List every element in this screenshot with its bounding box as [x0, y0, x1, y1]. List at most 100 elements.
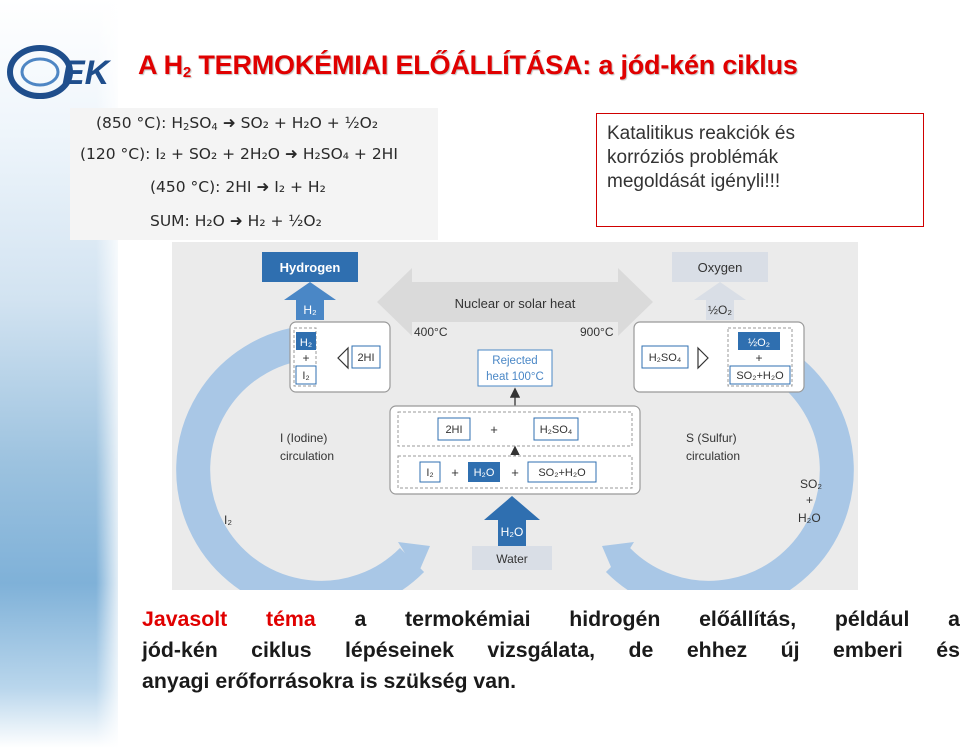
iodine-sulfur-cycle-diagram: Nuclear or solar heat Hydrogen H₂ Oxygen…: [172, 242, 858, 615]
warning-note: Katalitikus reakciók és korróziós problé…: [596, 113, 924, 227]
logo-text: EK: [62, 54, 112, 92]
highlight-phrase: Javasolt téma: [142, 607, 316, 631]
right-so2h2o-label: SO₂+H₂O: [736, 370, 784, 382]
arrow-icon: ➜: [256, 178, 270, 196]
center-h2so4-label: H₂SO₄: [540, 424, 573, 436]
center-h2so4-box: [533, 417, 579, 441]
cycle-svg: Nuclear or solar heat Hydrogen H₂ Oxygen…: [176, 252, 854, 615]
left-reaction-arrow-icon: [337, 346, 349, 370]
left-2hi-label: 2HI: [357, 352, 374, 364]
h2o-in-label: H₂O: [501, 525, 524, 539]
eq-h: H: [171, 114, 183, 132]
iodine-label-1: I (Iodine): [280, 431, 327, 445]
conclusion-text: Javasolt téma a termokémiai hidrogén elő…: [142, 604, 960, 697]
conclusion-line-2: jód-kén ciklus lépéseinek vizsgálata, de…: [142, 638, 960, 662]
center-h2o-label: H₂O: [474, 467, 495, 479]
conclusion-line-1: Javasolt téma a termokémiai hidrogén elő…: [142, 604, 960, 635]
equation-condition: (850 °C):: [96, 114, 172, 132]
rejected-heat-line1: Rejected: [492, 355, 537, 367]
i2-side-label: I₂: [224, 513, 232, 527]
equation-sum: SUM: H₂O ➜ H₂ + ½O₂: [150, 212, 322, 230]
equation-450: (450 °C): 2HI ➜ I₂ + H₂: [150, 178, 326, 196]
right-o2-label: ½O₂: [748, 337, 770, 349]
right-o2-box: [738, 332, 780, 350]
equation-120: (120 °C): I₂ + SO₂ + 2H₂O ➜ H₂SO₄ + 2HI: [80, 145, 398, 163]
title-part2: TERMOKÉMIAI ELŐÁLLÍTÁSA: a jód-kén ciklu…: [191, 50, 798, 80]
heat-label: Nuclear or solar heat: [455, 296, 576, 311]
arrow-icon: ➜: [222, 114, 236, 132]
left-2hi-box: [351, 345, 381, 369]
water-box: [472, 546, 552, 570]
arrow-icon: ➜: [284, 145, 298, 163]
left-i2-label: I₂: [302, 370, 309, 382]
equation-condition: (120 °C):: [80, 145, 156, 163]
center-2hi-label: 2HI: [445, 424, 462, 436]
heat-arrow: [377, 268, 653, 336]
right-so2h2o-box: [729, 365, 791, 385]
equation-rhs: SO₂ + H₂O + ½O₂: [240, 114, 379, 132]
right-h2so4-label: H₂SO₄: [649, 352, 682, 364]
right-reactor-product: [727, 327, 793, 387]
center-plus-1: +: [451, 465, 459, 480]
note-line-3: megoldását igényli!!!: [607, 171, 781, 192]
left-reactor-product: [293, 327, 317, 387]
equation-lhs: I₂ + SO₂ + 2H₂O: [155, 145, 280, 163]
equation-lhs: H2SO4: [171, 114, 218, 133]
right-h2so4-box: [641, 345, 689, 369]
center-2hi-box: [437, 417, 471, 441]
center-so2h2o-box: [527, 461, 597, 483]
center-h2o-box: [468, 462, 500, 482]
water-up-arrow: [484, 496, 540, 548]
sulfur-label-2: circulation: [686, 449, 740, 463]
eq-sub: 2: [182, 122, 190, 133]
equation-rhs: I₂ + H₂: [274, 178, 326, 196]
equation-850: (850 °C): H2SO4 ➜ SO₂ + H₂O + ½O₂: [96, 114, 378, 133]
hydrogen-up-arrow: [284, 282, 336, 320]
left-i2-box: [295, 365, 317, 385]
hydrogen-label: Hydrogen: [280, 260, 341, 275]
company-logo: EK: [7, 45, 112, 99]
equation-condition: (450 °C):: [150, 178, 226, 196]
equation-lhs: H₂O: [194, 212, 225, 230]
iodine-label-2: circulation: [280, 449, 334, 463]
oxygen-label: Oxygen: [698, 260, 743, 275]
reaction-equations: (850 °C): H2SO4 ➜ SO₂ + H₂O + ½O₂ (120 °…: [70, 108, 438, 240]
center-plus-2: +: [511, 465, 519, 480]
conclusion-line-3: anyagi erőforrásokra is szükség van.: [142, 669, 517, 693]
arrow-icon: ➜: [229, 212, 243, 230]
center-i2-label: I₂: [426, 467, 433, 479]
left-plus: +: [302, 351, 309, 365]
h2-out-label: H₂: [303, 303, 317, 317]
rejected-heat-line2: heat 100°C: [486, 371, 544, 383]
eq-sub: 4: [211, 122, 218, 133]
title-subscript: 2: [182, 64, 192, 81]
center-so2h2o-label: SO₂+H₂O: [538, 467, 586, 479]
equation-rhs: H₂ + ½O₂: [247, 212, 322, 230]
center-plus: +: [490, 422, 498, 437]
note-line-1: Katalitikus reakciók és: [607, 123, 795, 144]
iodine-arc-head: [398, 542, 430, 574]
so2-plus-label: +: [806, 493, 813, 507]
eq-so: SO: [189, 114, 212, 132]
page-title: A H2 TERMOKÉMIAI ELŐÁLLÍTÁSA: a jód-kén …: [138, 50, 798, 81]
temp-right-label: 900°C: [580, 325, 614, 339]
oxygen-up-arrow: [694, 282, 746, 320]
so2-side-label: SO₂: [800, 477, 822, 491]
left-h2-box: [296, 332, 316, 350]
water-label: Water: [496, 552, 528, 566]
temp-left-label: 400°C: [414, 325, 448, 339]
title-part1: A H: [138, 50, 183, 80]
equation-condition: SUM:: [150, 212, 195, 230]
conclusion-line-1-rest: a termokémiai hidrogén előállítás, példá…: [315, 607, 960, 631]
equation-lhs: 2HI: [225, 178, 252, 196]
hydrogen-box: [262, 252, 358, 282]
note-line-2: korróziós problémák: [607, 147, 779, 168]
left-h2-label: H₂: [300, 337, 312, 349]
equation-rhs: H₂SO₄ + 2HI: [302, 145, 398, 163]
h2o-side-label: H₂O: [798, 511, 821, 525]
sulfur-label-1: S (Sulfur): [686, 431, 737, 445]
center-i2-box: [419, 461, 441, 483]
right-plus: +: [755, 351, 762, 365]
sulfur-arc-head: [602, 542, 634, 574]
right-reaction-arrow-icon: [697, 346, 709, 370]
